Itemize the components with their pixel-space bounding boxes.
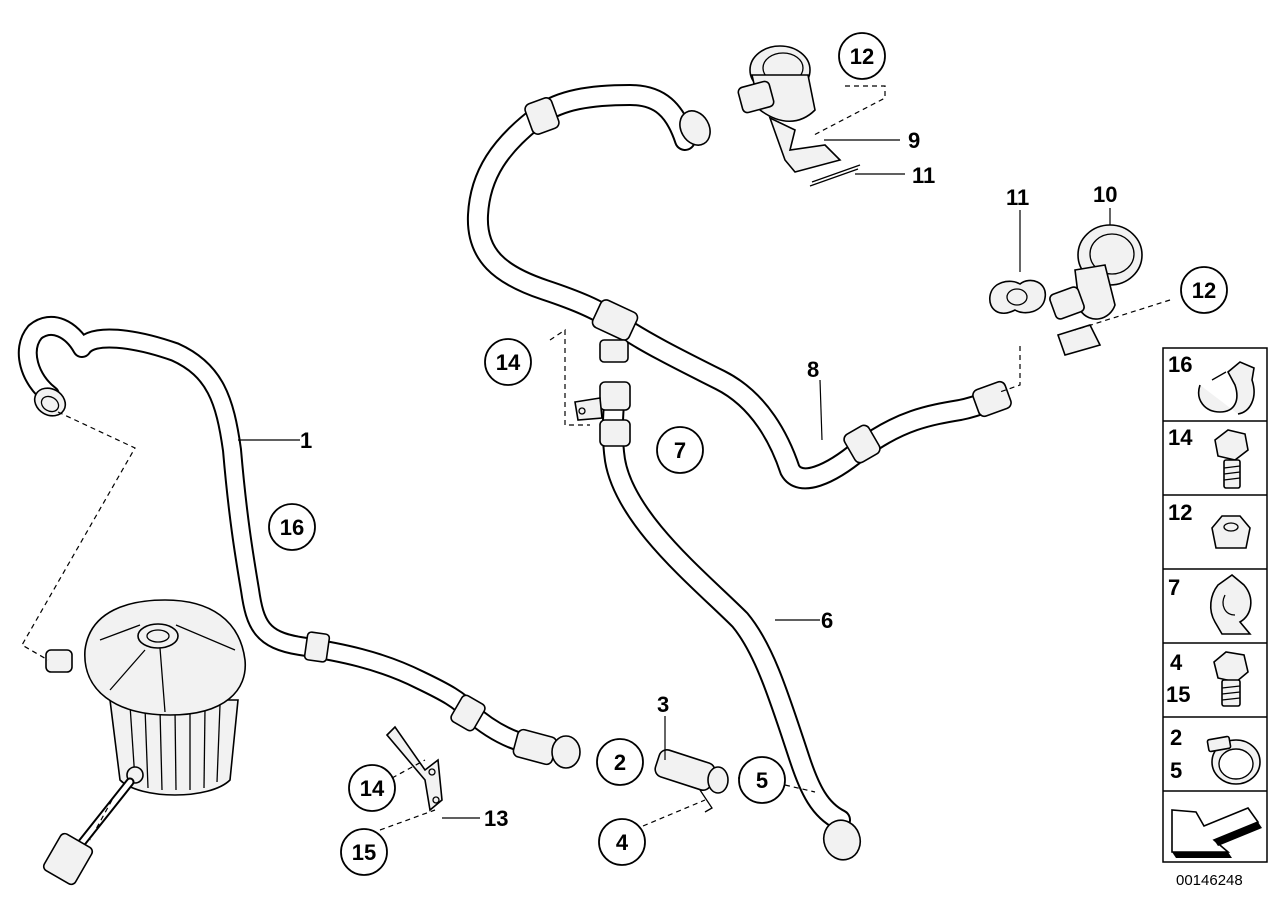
svg-text:6: 6 bbox=[821, 608, 833, 633]
svg-text:9: 9 bbox=[908, 128, 920, 153]
label-8: 8 bbox=[807, 357, 819, 382]
legend-row-arrow[interactable] bbox=[1171, 807, 1262, 858]
label-11-top: 11 bbox=[912, 163, 935, 188]
svg-text:5: 5 bbox=[756, 768, 768, 793]
hose-1[interactable] bbox=[17, 315, 581, 769]
svg-text:2: 2 bbox=[614, 750, 626, 775]
pipe-clamp-icon bbox=[1209, 573, 1252, 635]
direction-arrow-icon bbox=[1171, 807, 1262, 858]
legend-row-4-15[interactable]: 4 15 bbox=[1166, 650, 1249, 707]
hose-6[interactable] bbox=[599, 381, 866, 865]
svg-text:2: 2 bbox=[1170, 725, 1182, 750]
parts-legend: 16 14 12 7 bbox=[1162, 347, 1268, 863]
svg-text:11: 11 bbox=[1006, 185, 1029, 210]
svg-text:16: 16 bbox=[280, 515, 304, 540]
svg-text:14: 14 bbox=[496, 350, 521, 375]
svg-text:00146248: 00146248 bbox=[1176, 872, 1243, 889]
hex-nut-icon bbox=[1211, 515, 1251, 549]
valve-10[interactable] bbox=[989, 224, 1143, 356]
diagram-id: 00146248 bbox=[1176, 872, 1243, 889]
callout-7[interactable]: 7 bbox=[656, 426, 704, 474]
label-9: 9 bbox=[908, 128, 920, 153]
svg-text:16: 16 bbox=[1168, 352, 1192, 377]
valve-9[interactable] bbox=[737, 45, 861, 187]
svg-text:11: 11 bbox=[912, 163, 935, 188]
svg-text:14: 14 bbox=[1168, 425, 1193, 450]
svg-text:7: 7 bbox=[674, 438, 686, 463]
hose-8[interactable] bbox=[466, 84, 1013, 490]
svg-text:12: 12 bbox=[1168, 500, 1192, 525]
callout-4[interactable]: 4 bbox=[598, 818, 646, 866]
svg-text:10: 10 bbox=[1093, 182, 1117, 207]
svg-text:12: 12 bbox=[1192, 278, 1216, 303]
callout-12-top[interactable]: 12 bbox=[838, 32, 886, 80]
label-10: 10 bbox=[1093, 182, 1117, 207]
callout-15[interactable]: 15 bbox=[340, 828, 388, 876]
svg-text:13: 13 bbox=[484, 806, 508, 831]
connector-pipe-3[interactable] bbox=[653, 748, 729, 813]
label-1: 1 bbox=[300, 428, 312, 453]
part-labels: 1 16 14 7 12 9 11 11 10 12 8 6 3 bbox=[268, 32, 1228, 876]
label-13: 13 bbox=[484, 806, 508, 831]
svg-text:1: 1 bbox=[300, 428, 312, 453]
callout-5[interactable]: 5 bbox=[738, 756, 786, 804]
svg-text:14: 14 bbox=[360, 776, 385, 801]
hose-clip-icon bbox=[1198, 361, 1255, 415]
svg-text:5: 5 bbox=[1170, 758, 1182, 783]
bracket-13[interactable] bbox=[385, 725, 443, 812]
hose-clamp-icon bbox=[1206, 735, 1261, 785]
leader-lines bbox=[21, 85, 1171, 841]
svg-text:7: 7 bbox=[1168, 575, 1180, 600]
legend-row-12[interactable]: 12 bbox=[1168, 500, 1251, 549]
callout-12-right[interactable]: 12 bbox=[1180, 266, 1228, 314]
legend-row-2-5[interactable]: 2 5 bbox=[1170, 725, 1261, 785]
callout-14-upper[interactable]: 14 bbox=[484, 338, 532, 386]
hex-bolt-icon bbox=[1214, 429, 1249, 489]
label-11-right: 11 bbox=[1006, 185, 1029, 210]
svg-text:4: 4 bbox=[616, 830, 629, 855]
svg-text:3: 3 bbox=[657, 692, 669, 717]
bracket-14[interactable] bbox=[574, 397, 603, 421]
legend-row-7[interactable]: 7 bbox=[1168, 573, 1252, 635]
label-3: 3 bbox=[657, 692, 669, 717]
svg-text:15: 15 bbox=[1166, 682, 1190, 707]
svg-text:15: 15 bbox=[352, 840, 376, 865]
label-6: 6 bbox=[821, 608, 833, 633]
legend-row-16[interactable]: 16 bbox=[1168, 352, 1255, 415]
hose-assemblies bbox=[17, 84, 1013, 865]
legend-row-14[interactable]: 14 bbox=[1168, 425, 1249, 489]
hex-screw-icon bbox=[1213, 651, 1249, 707]
svg-text:8: 8 bbox=[807, 357, 819, 382]
svg-text:12: 12 bbox=[850, 44, 874, 69]
callout-2[interactable]: 2 bbox=[596, 738, 644, 786]
callout-16[interactable]: 16 bbox=[268, 503, 316, 551]
callout-14-lower[interactable]: 14 bbox=[348, 764, 396, 812]
air-pump[interactable] bbox=[42, 599, 246, 886]
svg-text:4: 4 bbox=[1170, 650, 1183, 675]
